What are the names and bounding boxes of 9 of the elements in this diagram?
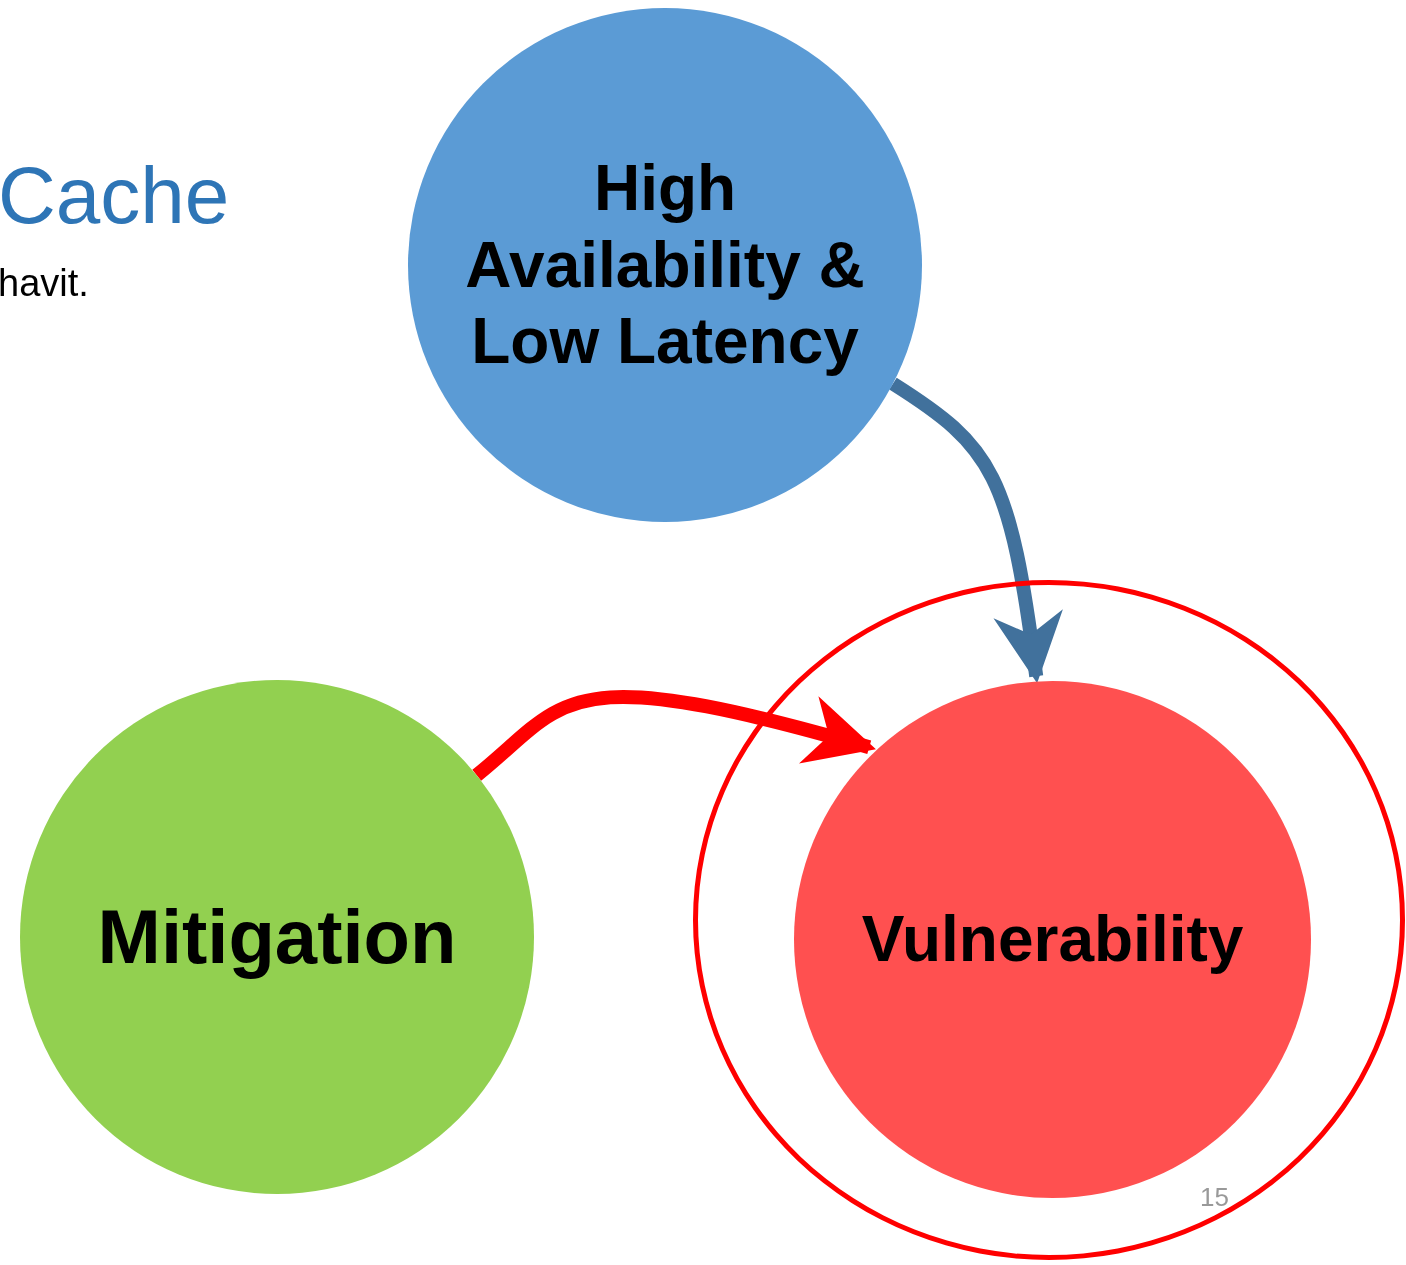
node-label: High Availability & Low Latency bbox=[464, 150, 866, 380]
node-label: Vulnerability bbox=[861, 902, 1244, 978]
title-text: Cache bbox=[0, 150, 230, 242]
page-number: 15 bbox=[1200, 1182, 1229, 1213]
subtitle-text: havit. bbox=[0, 262, 89, 305]
node-label: Mitigation bbox=[97, 893, 457, 982]
arrow bbox=[889, 377, 1063, 684]
ring-outline bbox=[693, 580, 1405, 1260]
arrow bbox=[472, 690, 876, 781]
